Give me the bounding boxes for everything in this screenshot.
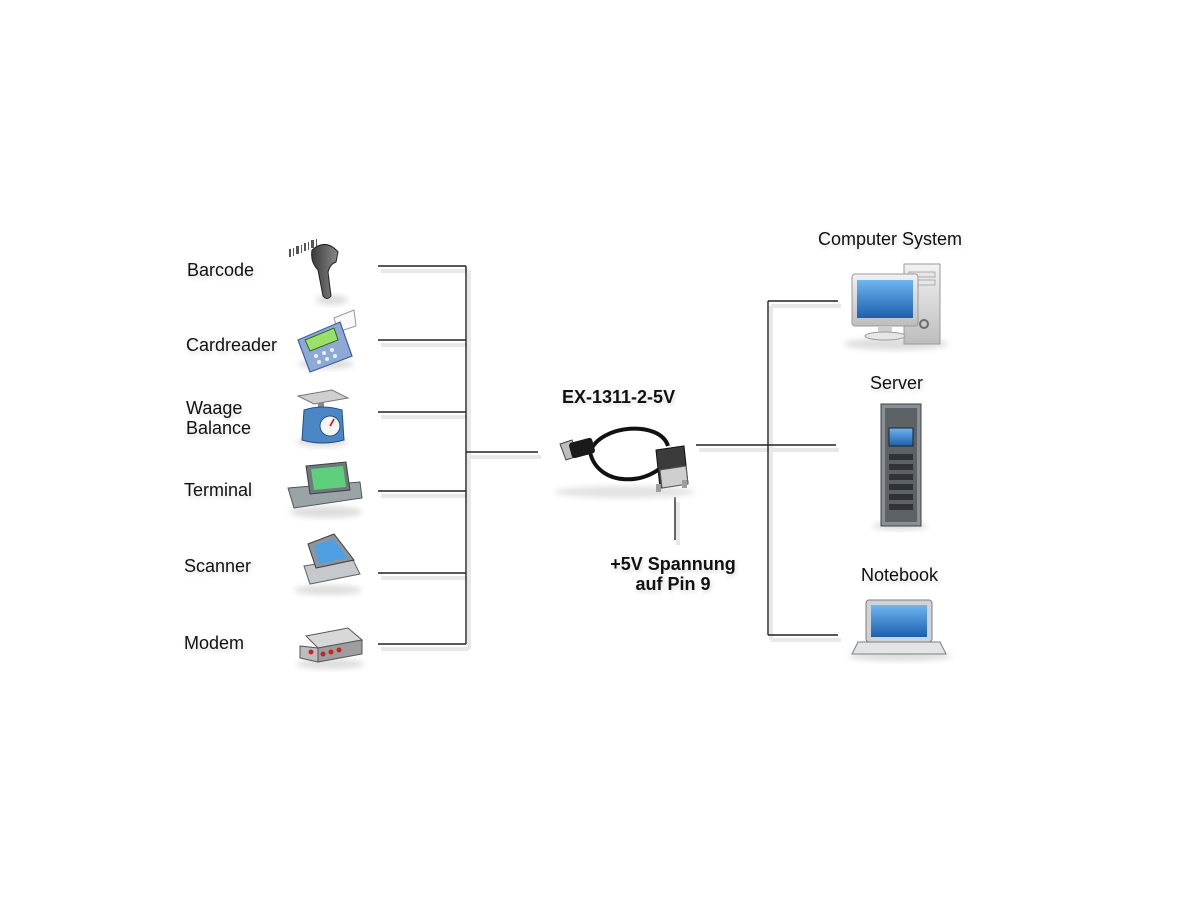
label-modem: Modem (184, 633, 244, 653)
label-scale: Waage Balance (186, 398, 251, 438)
modem-icon (296, 628, 364, 669)
adapter-label: EX-1311-2-5V (562, 387, 675, 407)
flatbed-scanner-icon (294, 534, 362, 595)
barcode-scanner-icon (289, 239, 348, 305)
scale-icon (296, 390, 348, 447)
usb-to-serial-cable-icon (555, 429, 695, 498)
adapter-note: +5V Spannung auf Pin 9 (596, 554, 750, 594)
label-barcode: Barcode (187, 260, 254, 280)
desktop-computer-icon (844, 264, 948, 350)
label-cardreader: Cardreader (186, 335, 277, 355)
label-terminal: Terminal (184, 480, 252, 500)
label-scale-line-2: Balance (186, 418, 251, 438)
adapter-note-line-2: auf Pin 9 (596, 574, 750, 594)
label-scale-line-1: Waage (186, 398, 251, 418)
label-notebook: Notebook (861, 565, 938, 585)
terminal-icon (288, 462, 362, 518)
label-scanner: Scanner (184, 556, 251, 576)
label-server: Server (870, 373, 923, 393)
server-rack-icon (872, 404, 928, 530)
label-computer-system: Computer System (818, 229, 962, 249)
adapter-note-line-1: +5V Spannung (596, 554, 750, 574)
laptop-icon (848, 600, 952, 661)
card-reader-icon (298, 310, 356, 372)
